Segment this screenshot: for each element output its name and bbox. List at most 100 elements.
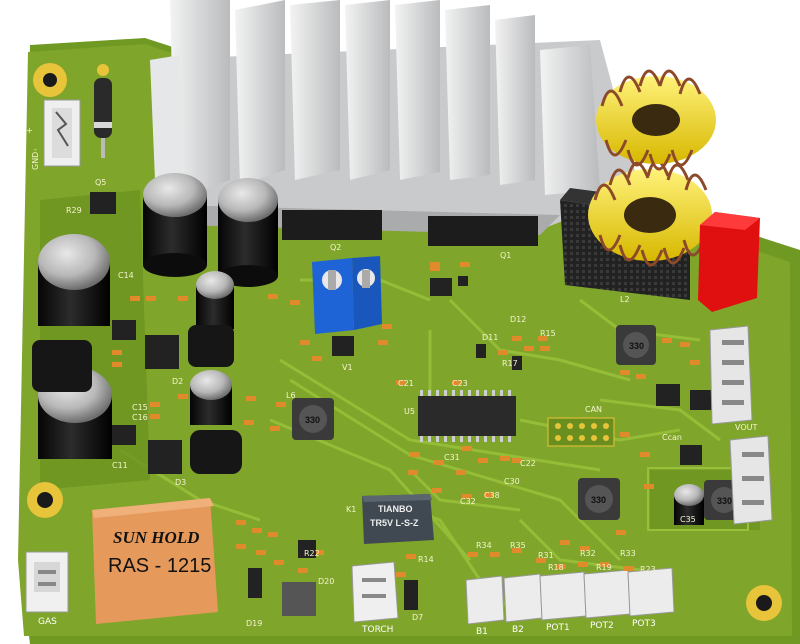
pot1-label: POT1 [546,623,570,633]
relay-model-text: RAS - 1215 [108,555,211,577]
r31-label: R31 [538,551,554,560]
connector-pot2 [583,569,631,619]
diode-axial [94,64,112,158]
power-transistor-q2 [282,210,382,240]
d12-label: D12 [510,315,526,324]
blue-potentiometer-1 [312,258,354,334]
can-label: CAN [585,405,602,414]
pot3-label: POT3 [632,619,656,629]
vout-label: VOUT [735,423,757,432]
can-header [547,417,615,447]
d20-label: D20 [318,577,334,586]
ic-left-2 [148,440,182,474]
c15-label: C15 [132,403,148,412]
electrolytic-capacitor-c14a [143,173,207,277]
smd-inductor-dark-1 [32,340,92,392]
d3-label: D3 [175,478,186,487]
electrolytic-capacitor-c14b [218,178,278,287]
connector-vout [709,325,753,425]
electrolytic-capacitor-small-2 [190,370,232,425]
red-capacitor [698,212,760,312]
heatsink [150,0,640,235]
q5-label: Q5 [95,178,106,187]
connector-b2 [503,573,543,623]
ic-center-small-2 [430,278,452,296]
d2-label: D2 [172,377,183,386]
ccan-label: Ccan [662,433,682,442]
r17-label: R17 [502,359,518,368]
r14-label: R14 [418,555,434,564]
smd-inductor-dark-2 [188,325,234,367]
ic-left-1 [145,335,179,369]
electrolytic-capacitor-c35 [674,484,704,525]
transformer-model-text: TR5V L-S-Z [370,518,419,528]
ic-right-small-2 [690,390,712,410]
c21-label: C21 [398,379,414,388]
gnd-label: GND [31,152,40,170]
smd-parts [112,262,700,577]
r34-label: R34 [476,541,492,550]
l6-marking: 330 [305,415,320,425]
c16-label: C16 [132,413,148,422]
minus-label: - [34,145,37,154]
blue-potentiometer-2 [352,256,382,330]
l9-marking: 330 [717,496,732,506]
torch-label: TORCH [361,625,393,635]
torch-connector [351,561,399,623]
connector-ccan [729,435,773,525]
r32-label: R32 [580,549,596,558]
r18-label: R18 [548,563,564,572]
connector-pot1 [539,571,587,621]
ic-left-3 [112,320,136,340]
l2-label: L2 [620,295,630,304]
ic-center-small-1 [332,336,354,356]
ic-right-small-1 [656,384,680,406]
c31-label: C31 [444,453,460,462]
c11-label: C11 [112,461,128,470]
smd-inductor-l6: 330 [292,398,334,440]
smd-inductor-l8: 330 [616,325,656,365]
gas-connector [25,551,69,613]
ic-bottom-small [282,582,316,616]
v1-label: V1 [342,363,353,372]
electrolytic-capacitor-left-1 [38,234,110,326]
mounting-hole-top-left [33,63,67,97]
r33-label: R33 [620,549,636,558]
mounting-hole-bottom-left [27,482,63,518]
d7-label: D7 [412,613,423,622]
r15-label: R15 [540,329,556,338]
q2-label: Q2 [330,243,341,252]
toroid-inductor-l2 [588,159,712,267]
q1-label: Q1 [500,251,511,260]
smd-inductor-dark-3 [190,430,242,474]
gas-label: GAS [38,617,57,627]
transformer-brand-text: TIANBO [378,504,413,514]
d11-label: D11 [482,333,498,342]
smd-parts-dark [248,276,522,610]
c30-label: C30 [504,477,520,486]
k1-label: K1 [346,505,356,514]
r35-label: R35 [510,541,526,550]
c32-label: C32 [460,497,476,506]
electrolytic-capacitor-small-1 [196,271,234,329]
connector-pot3 [627,567,675,617]
r23-label: R23 [640,565,656,574]
pot2-label: POT2 [590,621,614,631]
ic-left-4 [112,425,136,445]
l7-marking: 330 [591,495,606,505]
connector-b1 [465,575,505,625]
power-transistor-q6 [428,216,538,246]
b1-label: B1 [476,627,488,637]
b2-label: B2 [512,625,524,635]
toroid-inductor-l1 [596,69,716,171]
c35-label: C35 [680,515,696,524]
plus-label: + [25,127,34,134]
r19-label: R19 [596,563,612,572]
l8-marking: 330 [629,341,644,351]
transformer-tianbo: TIANBO TR5V L-S-Z [362,494,434,544]
transistor-q5 [90,192,116,214]
u5-label: U5 [404,407,415,416]
r29-label: R29 [66,206,82,215]
relay-sun-hold: SUN HOLD RAS - 1215 [92,498,218,624]
